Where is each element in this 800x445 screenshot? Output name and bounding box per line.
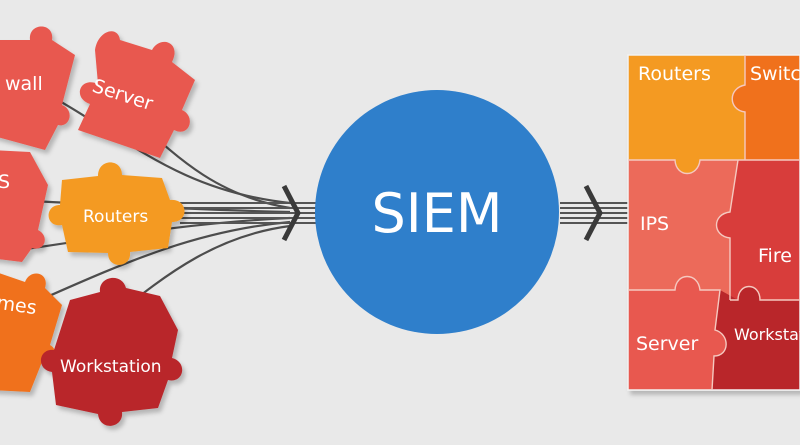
assembled-piece-firewall [716, 160, 800, 300]
assembled-piece-workstation [712, 286, 800, 390]
assembled-label-ips: IPS [640, 213, 669, 235]
assembled-label-routers: Routers [638, 63, 711, 85]
output-chevron-icon [583, 184, 603, 242]
assembled-piece-routers [628, 55, 745, 174]
source-label-workstation: Workstation [60, 357, 162, 377]
input-bundle [180, 202, 325, 224]
source-label-routers: Routers [83, 207, 148, 227]
assembled-piece-switches [732, 55, 800, 160]
assembled-label-switches: Switc [750, 63, 800, 85]
siem-circle [315, 90, 559, 334]
source-piece-server: Server [78, 31, 195, 158]
source-label-firewall: wall [5, 73, 43, 95]
assembled-label-workstation: Workstat [734, 325, 800, 344]
siem-label: SIEM [372, 182, 503, 245]
source-piece-ips: S [0, 150, 48, 262]
source-piece-workstation: Workstation [40, 277, 183, 426]
assembled-board [627, 54, 800, 391]
assembled-label-firewall: Fire [758, 245, 792, 267]
assembled-label-server: Server [636, 333, 698, 355]
siem-node: SIEM [315, 90, 559, 334]
source-label-ips: S [0, 171, 10, 193]
assembled-piece-server [628, 276, 727, 390]
source-label-games: mes [0, 292, 38, 319]
source-piece-routers: Routers [48, 162, 185, 265]
input-chevron-icon [281, 184, 301, 242]
source-piece-firewall: wall [0, 26, 75, 150]
